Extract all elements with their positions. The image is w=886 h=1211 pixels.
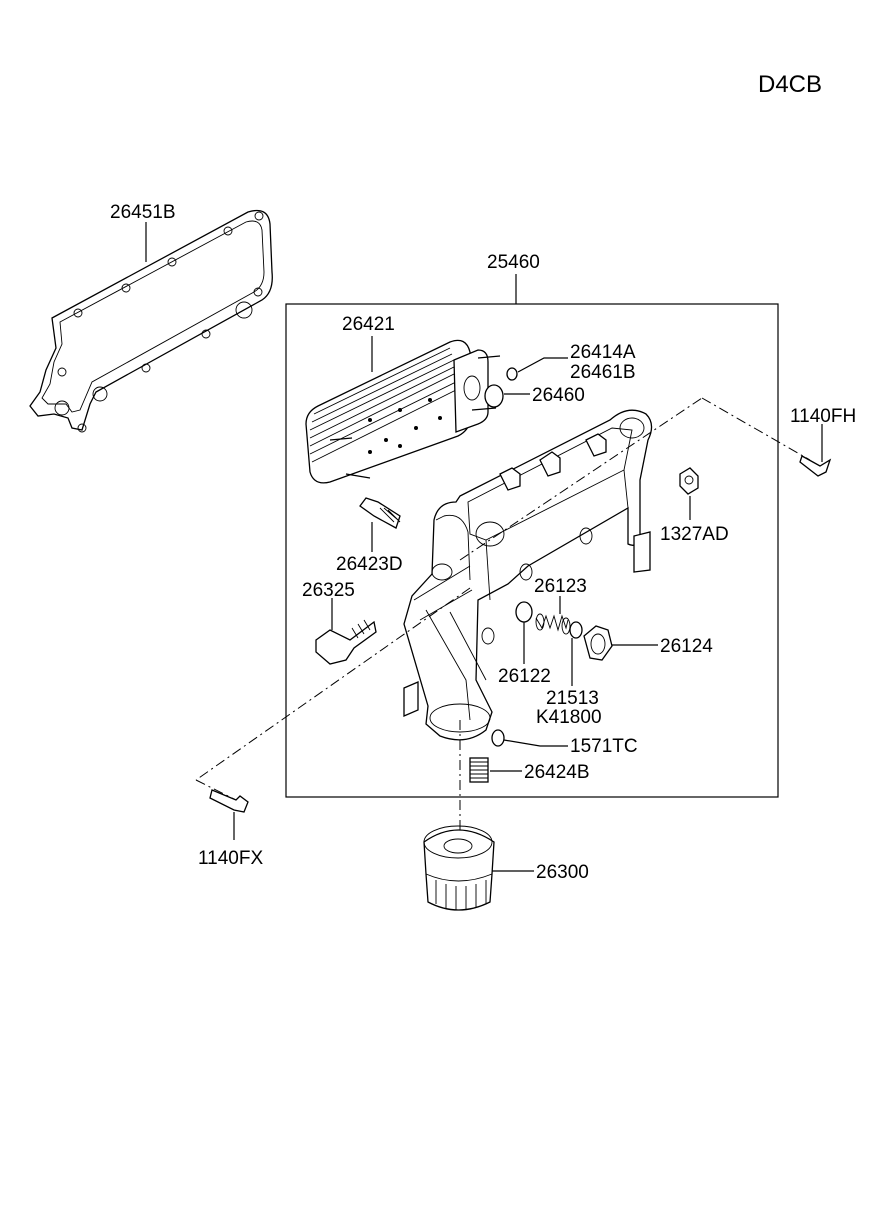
label-nut: 1327AD (660, 524, 729, 545)
gasket-part (29, 209, 273, 433)
bolt-fx-part (209, 789, 249, 813)
plug-part (583, 625, 613, 661)
label-fitting: 26424B (524, 762, 590, 783)
bolt-fx-axis (195, 587, 471, 781)
ring-part (569, 621, 583, 639)
bolt-fh-axis (459, 397, 703, 561)
valve-part (515, 601, 533, 623)
engine-code: D4CB (758, 71, 822, 98)
oil-filter-part (423, 825, 495, 911)
oil-cooler-part (305, 339, 501, 484)
fitting-part (469, 757, 489, 783)
oring-1571tc-part (491, 729, 505, 747)
spring-part (535, 613, 571, 635)
label-ring-a: 21513 (546, 688, 599, 709)
oring-small-part (506, 367, 518, 381)
label-plug: 26124 (660, 636, 713, 657)
label-oring-a: 26414A (570, 342, 636, 363)
label-filter: 26300 (536, 862, 589, 883)
stud-part (359, 497, 401, 529)
label-oring-d: 1571TC (570, 736, 638, 757)
label-bolt-fx: 1140FX (198, 848, 263, 869)
label-sensor: 26325 (302, 580, 355, 601)
label-bolt-fh: 1140FH (790, 406, 856, 427)
oring-large-part (484, 384, 504, 408)
nut-part (679, 467, 699, 495)
label-assembly: 25460 (487, 252, 540, 273)
bolt-fh-part (799, 455, 832, 477)
label-gasket: 26451B (110, 202, 176, 223)
assembly-box (285, 303, 779, 798)
label-ring-b: K41800 (536, 707, 602, 728)
sensor-part (315, 619, 377, 665)
label-spring: 26123 (534, 576, 587, 597)
label-oring-b: 26461B (570, 362, 636, 383)
filter-housing-part (403, 409, 653, 741)
label-stud: 26423D (336, 554, 403, 575)
label-cooler: 26421 (342, 314, 395, 335)
label-valve: 26122 (498, 666, 551, 687)
label-oring-c: 26460 (532, 385, 585, 406)
